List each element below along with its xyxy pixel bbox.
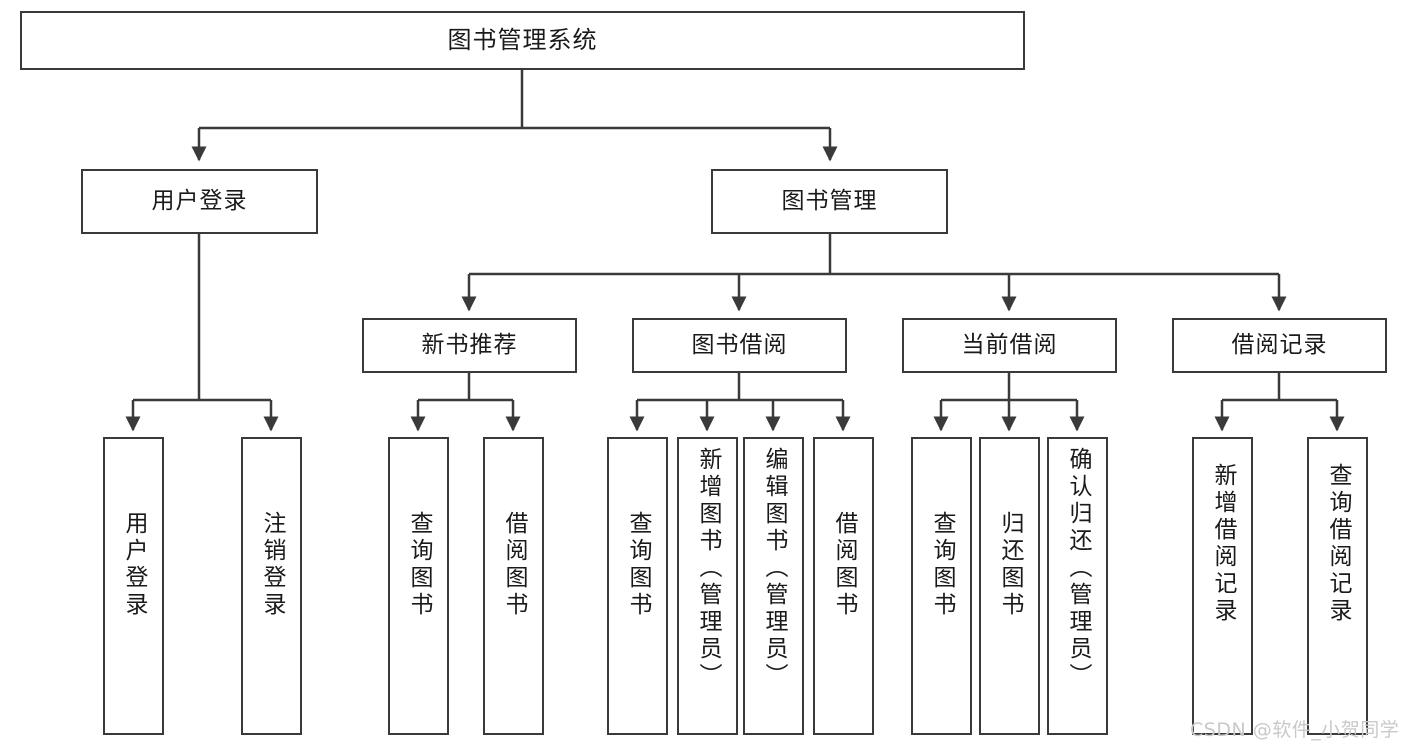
leaf-add-book[interactable]: 新增图书（管理员）	[677, 437, 738, 735]
leaf-edit-book[interactable]: 编辑图书（管理员）	[743, 437, 804, 735]
node-label: 注销登录	[259, 511, 285, 619]
node-label: 借阅图书	[831, 511, 857, 619]
node-label: 用户登录	[121, 511, 147, 619]
node-label: 当前借阅	[961, 331, 1058, 358]
node-label: 借阅图书	[501, 511, 527, 619]
node-label: 图书管理	[781, 187, 878, 214]
node-current-borrow[interactable]: 当前借阅	[902, 318, 1117, 373]
node-book-borrow[interactable]: 图书借阅	[632, 318, 847, 373]
node-label: 确认归还（管理员）	[1065, 447, 1091, 690]
leaf-borrow-book[interactable]: 借阅图书	[813, 437, 874, 735]
node-label: 图书借阅	[691, 331, 788, 358]
node-borrow-record[interactable]: 借阅记录	[1172, 318, 1387, 373]
leaf-add-borrow-record[interactable]: 新增借阅记录	[1192, 437, 1253, 735]
leaf-confirm-return[interactable]: 确认归还（管理员）	[1047, 437, 1108, 735]
node-label: 新增借阅记录	[1210, 463, 1236, 625]
node-label: 借阅记录	[1231, 331, 1328, 358]
leaf-borrow-book-recommend[interactable]: 借阅图书	[483, 437, 544, 735]
node-label: 图书管理系统	[447, 26, 598, 55]
leaf-query-borrow-record[interactable]: 查询借阅记录	[1307, 437, 1368, 735]
node-label: 新书推荐	[421, 331, 518, 358]
leaf-query-book-recommend[interactable]: 查询图书	[388, 437, 449, 735]
node-label: 查询借阅记录	[1325, 463, 1351, 625]
leaf-user-logout[interactable]: 注销登录	[241, 437, 302, 735]
node-label: 新增图书（管理员）	[695, 447, 721, 690]
leaf-query-book-borrow[interactable]: 查询图书	[607, 437, 668, 735]
leaf-user-login[interactable]: 用户登录	[103, 437, 164, 735]
node-label: 查询图书	[929, 511, 955, 619]
node-book-management[interactable]: 图书管理	[711, 169, 948, 234]
node-label: 用户登录	[151, 187, 248, 214]
node-label: 归还图书	[997, 511, 1023, 619]
node-root-system[interactable]: 图书管理系统	[20, 11, 1025, 70]
node-new-book-recommend[interactable]: 新书推荐	[362, 318, 577, 373]
leaf-return-book[interactable]: 归还图书	[979, 437, 1040, 735]
watermark-text: CSDN @软件_小贺同学	[1190, 719, 1400, 741]
leaf-query-book-current[interactable]: 查询图书	[911, 437, 972, 735]
node-user-login[interactable]: 用户登录	[81, 169, 318, 234]
node-label: 查询图书	[625, 511, 651, 619]
node-label: 查询图书	[406, 511, 432, 619]
node-label: 编辑图书（管理员）	[761, 447, 787, 690]
